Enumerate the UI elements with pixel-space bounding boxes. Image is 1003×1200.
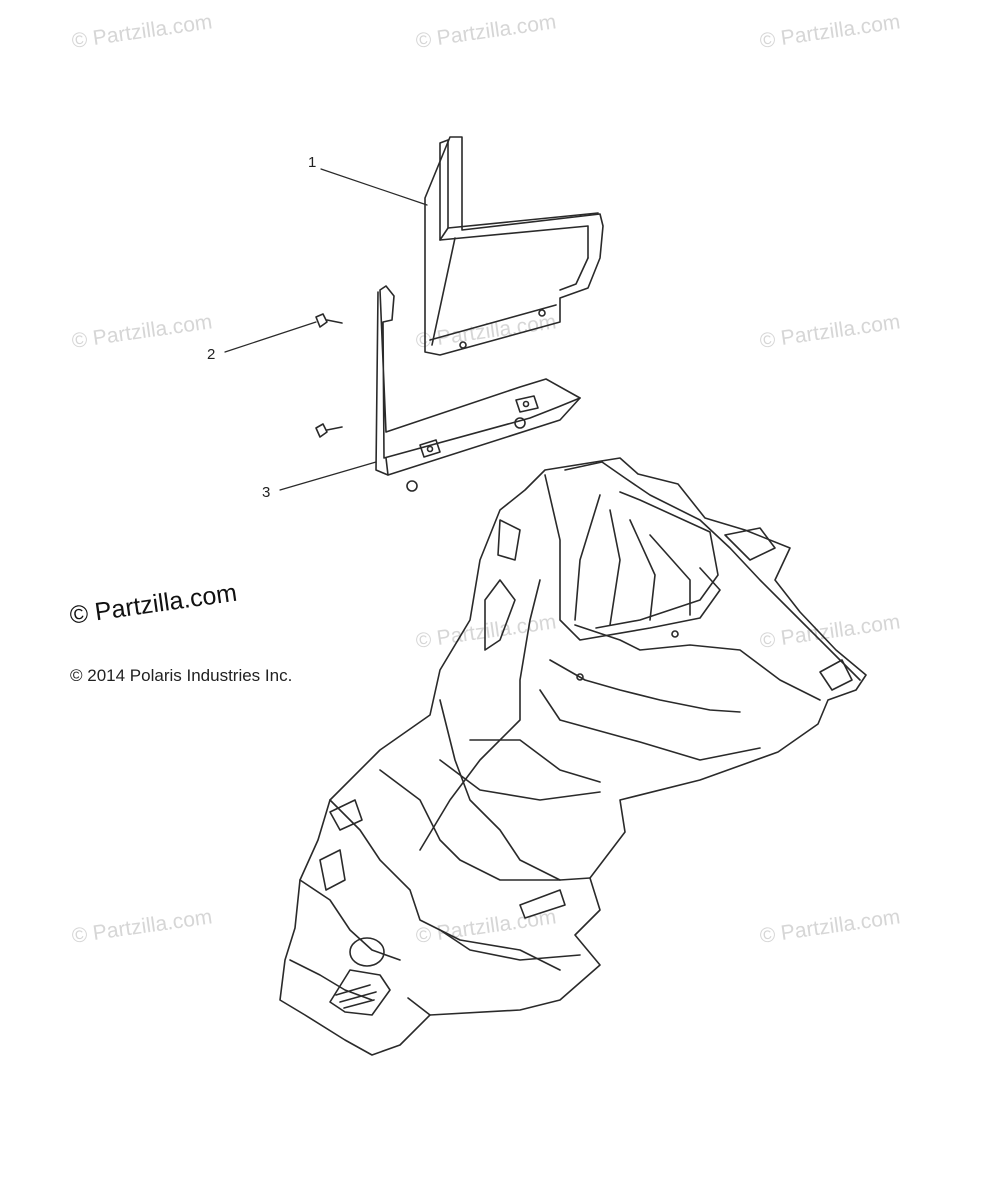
leader-lines [224, 168, 428, 491]
copyright-notice: © 2014 Polaris Industries Inc. [70, 666, 293, 685]
part-2-fasteners [315, 313, 526, 492]
part-1-shield-panel [424, 136, 604, 356]
callout-1: 1 [308, 154, 317, 171]
callout-2: 2 [207, 346, 216, 363]
part-3-bracket [375, 285, 581, 476]
callout-3: 3 [262, 484, 271, 501]
main-hood-body [279, 457, 867, 1056]
